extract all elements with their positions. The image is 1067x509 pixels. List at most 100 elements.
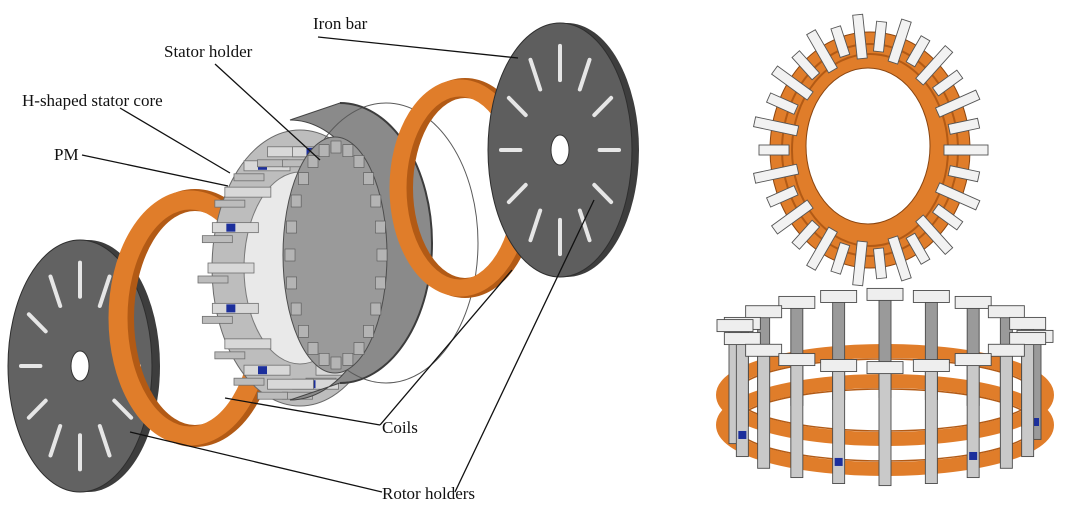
core-bar <box>947 165 981 183</box>
holder-tooth <box>307 342 319 355</box>
leader-coils-right <box>379 269 513 426</box>
label-h-shaped-stator-core: H-shaped stator core <box>22 91 163 110</box>
core-cap <box>1009 316 1047 330</box>
right-rotor-slot <box>592 95 614 118</box>
core-cap <box>820 290 858 303</box>
pm-magnet <box>226 223 236 232</box>
pm-magnet <box>969 451 978 460</box>
core-cap <box>954 353 992 367</box>
core-bar <box>791 219 821 250</box>
core-bar <box>806 226 838 271</box>
core-cap <box>778 353 816 367</box>
h-core-bar <box>267 378 314 390</box>
core-bar <box>770 199 814 235</box>
label-rotor-holders: Rotor holders <box>382 484 475 503</box>
core-bar <box>934 89 981 118</box>
h-core-bar <box>224 186 272 198</box>
label-coils: Coils <box>382 418 418 437</box>
right-rotor-slot <box>506 182 528 205</box>
leader-coils-left <box>224 397 381 426</box>
pm-magnet <box>834 457 843 466</box>
holder-tooth <box>376 248 388 262</box>
core-pillar <box>999 347 1013 469</box>
core-cap <box>716 319 754 333</box>
core-cap <box>820 359 858 372</box>
holder-tooth <box>298 172 309 185</box>
h-core-bar <box>233 173 265 182</box>
h-core-bar <box>214 199 246 208</box>
core-bar <box>830 25 851 58</box>
leader-pm <box>81 154 229 187</box>
holder-tooth <box>353 342 365 355</box>
holder-tooth <box>363 172 374 185</box>
core-bar <box>806 29 838 74</box>
holder-tooth <box>330 140 342 154</box>
core-cap <box>723 332 761 346</box>
pm-magnet <box>258 366 267 375</box>
core-bar <box>758 144 790 156</box>
core-cap <box>745 343 783 357</box>
h-core-bar <box>224 338 272 350</box>
core-cap <box>987 305 1025 319</box>
right-rotor-slot <box>506 95 528 118</box>
right-rotor-slot <box>528 208 543 243</box>
core-cap <box>745 305 783 319</box>
stator-ring-side-view <box>716 287 1054 487</box>
leader-lines <box>81 36 595 493</box>
pm-magnet <box>226 304 236 313</box>
leader-stator-holder <box>214 63 321 161</box>
core-bar <box>931 203 964 231</box>
left-rotor-slot <box>112 398 134 420</box>
core-bar <box>753 116 800 137</box>
leader-rotor-left <box>129 431 383 493</box>
core-bar <box>915 214 954 256</box>
right-rotor-slot <box>528 57 543 92</box>
core-bar <box>915 44 954 86</box>
core-bar <box>770 65 814 101</box>
core-cap <box>1009 332 1047 346</box>
holder-tooth <box>363 325 374 338</box>
core-bar <box>931 69 964 97</box>
holder-tooth <box>290 194 302 208</box>
h-core-bar <box>197 275 229 284</box>
core-bar <box>872 20 888 53</box>
holder-tooth <box>286 276 297 290</box>
stator-ring-top-view <box>753 13 989 287</box>
core-bar <box>947 117 981 135</box>
core-bar <box>887 235 912 282</box>
label-pm: PM <box>54 145 79 164</box>
left-rotor-slot <box>97 424 112 458</box>
holder-tooth <box>318 144 330 157</box>
core-cap <box>912 359 950 372</box>
core-bar <box>765 185 799 208</box>
holder-tooth <box>307 155 319 168</box>
core-bar <box>852 240 868 287</box>
label-iron-bar: Iron bar <box>313 14 368 33</box>
holder-tooth <box>342 353 354 366</box>
right-rotor-slot <box>577 208 592 243</box>
h-core-bar <box>257 391 288 400</box>
left-rotor-slot <box>97 274 112 308</box>
h-core-bar <box>233 377 265 386</box>
core-pillar <box>924 363 938 484</box>
holder-tooth <box>290 302 302 316</box>
right-rotor-slot <box>592 182 614 205</box>
left-rotor-slot <box>26 398 48 420</box>
core-bar <box>872 247 888 280</box>
core-cap <box>987 343 1025 357</box>
core-bar <box>905 35 931 68</box>
holder-tooth <box>370 194 382 208</box>
core-bar <box>943 144 989 156</box>
core-bar <box>791 50 821 81</box>
core-pillar <box>878 365 892 487</box>
pm-magnet <box>1031 418 1039 426</box>
left-rotor-slot <box>26 312 48 334</box>
h-core-bar <box>201 315 233 324</box>
core-cap <box>866 361 904 375</box>
core-cap <box>866 287 904 301</box>
core-pillar <box>790 357 804 479</box>
leader-iron-bar <box>317 36 519 59</box>
leader-rotor-right <box>454 199 595 493</box>
